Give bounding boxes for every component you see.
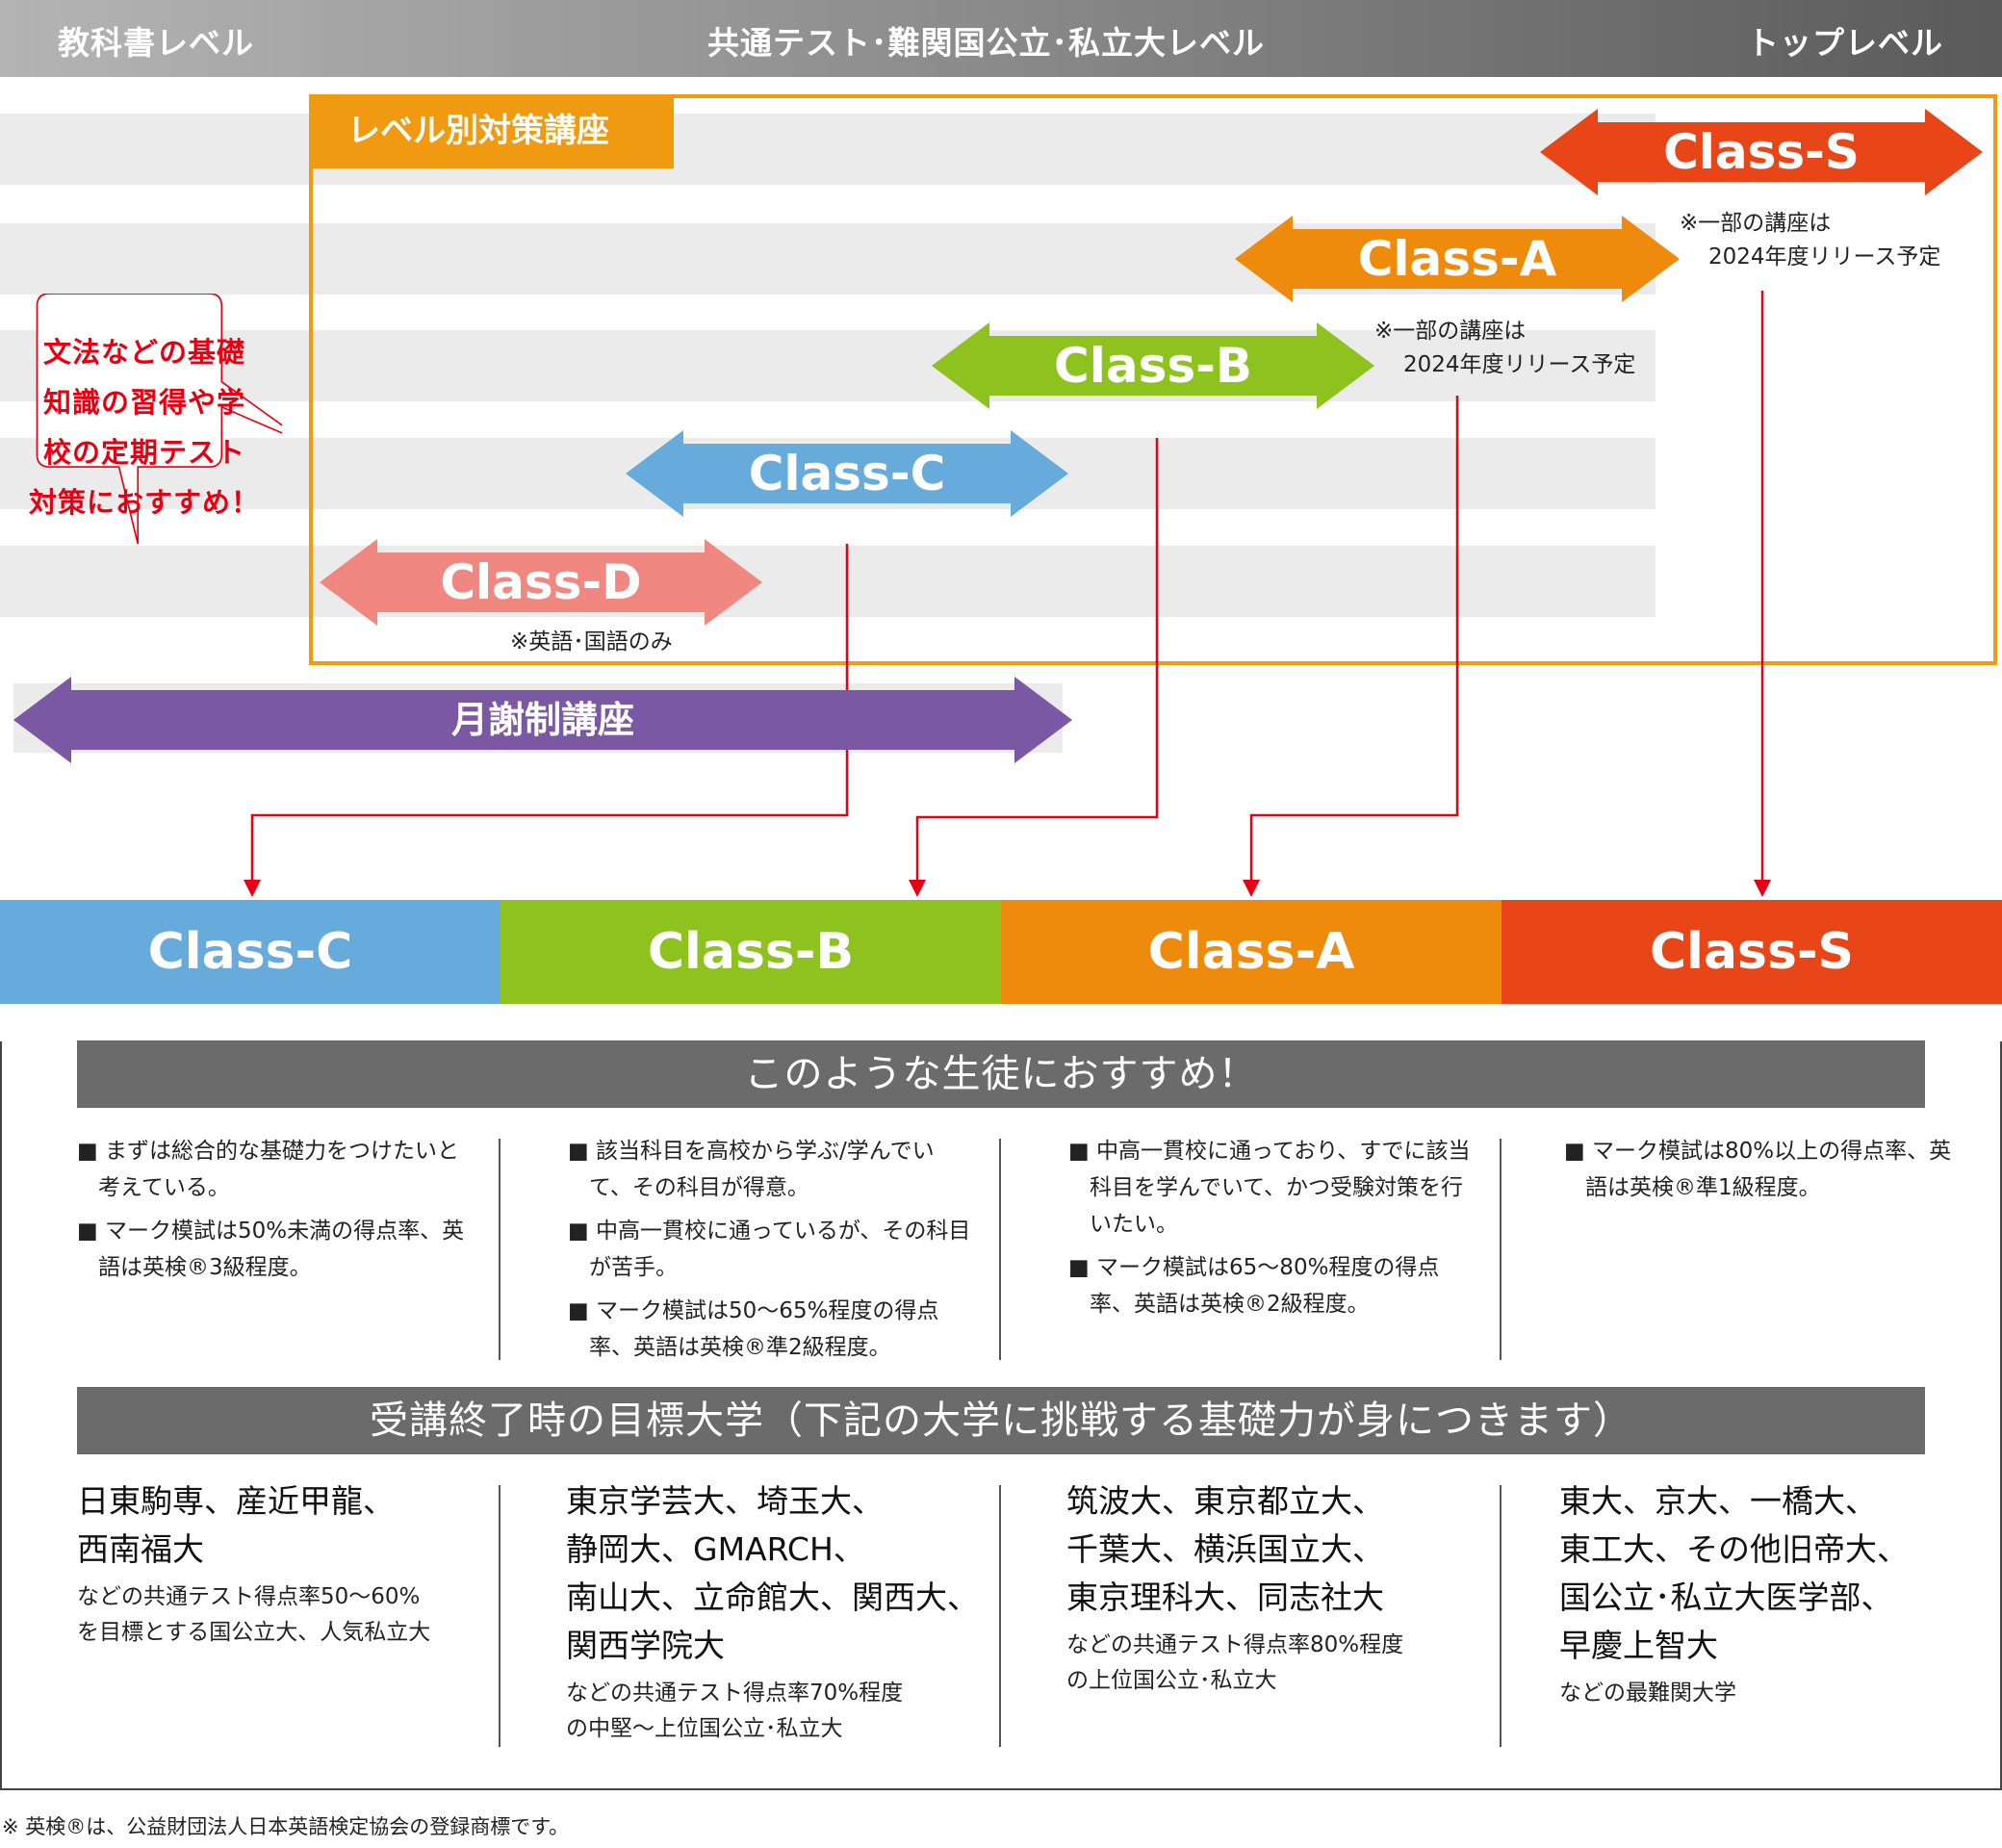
info-panel — [0, 1041, 2002, 1790]
class-bar-s: Class-S — [1502, 900, 2002, 1004]
bubble-text: 文法などの基礎 知識の習得や学 校の定期テスト 対策におすすめ！ — [19, 327, 270, 527]
column-divider — [1500, 1139, 1502, 1360]
double-arrow-icon — [932, 322, 1374, 409]
double-arrow-icon — [626, 430, 1068, 517]
arrow-class-c: Class-C — [626, 430, 1068, 517]
note-line: ※一部の講座は — [1374, 319, 1527, 344]
target-col-c: 日東駒専、産近甲龍、 西南福大 などの共通テスト得点率50〜60% を目標とする… — [77, 1477, 520, 1651]
column-divider — [999, 1485, 1001, 1747]
arrowhead-icon — [1754, 880, 1771, 897]
target-universities: 東大、京大、一橋大、 東工大、その他旧帝大、 国公立･私立大医学部、 早慶上智大 — [1559, 1482, 1909, 1664]
recommend-item: ■ 該当科目を高校から学ぶ/学んでいて、その科目が得意。 — [568, 1139, 935, 1200]
target-universities: 東京学芸大、埼玉大、 静岡大、GMARCH、 南山大、立命館大、関西大、 関西学… — [566, 1482, 979, 1664]
class-bar-c: Class-C — [0, 900, 500, 1004]
target-universities: 筑波大、東京都立大、 千葉大、横浜国立大、 東京理科大、同志社大 — [1066, 1482, 1384, 1616]
connector-class-c — [250, 544, 849, 884]
note-class-a: ※一部の講座は 2024年度リリース予定 — [1374, 315, 1635, 382]
target-col-a: 筑波大、東京都立大、 千葉大、横浜国立大、 東京理科大、同志社大 などの共通テス… — [1066, 1477, 1509, 1699]
note-line: 2024年度リリース予定 — [1708, 244, 1941, 270]
recommend-col-c: ■ まずは総合的な基礎力をつけたいと考えている。 ■ マーク模試は50%未満の得… — [77, 1133, 481, 1293]
arrow-label: Class-A — [1357, 231, 1557, 287]
bubble-line: 対策におすすめ！ — [28, 486, 260, 519]
arrow-class-a: Class-A — [1235, 216, 1680, 302]
note-line: 2024年度リリース予定 — [1403, 352, 1636, 377]
arrow-class-s: Class-S — [1540, 109, 1983, 195]
recommend-item: ■ 中高一貫校に通っているが、その科目が苦手。 — [568, 1219, 971, 1280]
recommend-item: ■ マーク模試は80%以上の得点率、英語は英検®準1級程度。 — [1564, 1139, 1952, 1200]
target-description: などの共通テスト得点率50〜60% を目標とする国公立大、人気私立大 — [77, 1584, 431, 1645]
arrow-monthly-course: 月謝制講座 — [13, 677, 1072, 763]
column-divider — [1500, 1485, 1502, 1747]
recommend-item: ■ マーク模試は50〜65%程度の得点率、英語は英検®準2級程度。 — [568, 1298, 939, 1360]
arrow-label: Class-C — [748, 446, 946, 501]
recommend-item: ■ マーク模試は50%未満の得点率、英語は英検®3級程度。 — [77, 1219, 465, 1280]
stripe-row — [0, 330, 1656, 401]
class-bar-a: Class-A — [1001, 900, 1502, 1004]
target-description: などの共通テスト得点率80%程度 の上位国公立･私立大 — [1066, 1632, 1404, 1693]
column-divider — [499, 1485, 500, 1747]
recommend-heading: このような生徒におすすめ！ — [77, 1040, 1925, 1108]
level-band: 教科書レベル 共通テスト･難関国公立･私立大レベル トップレベル — [0, 0, 2002, 77]
recommend-item: ■ マーク模試は65〜80%程度の得点率、英語は英検®2級程度。 — [1068, 1255, 1440, 1317]
arrowhead-icon — [1243, 880, 1260, 897]
stripe-row — [0, 114, 1656, 185]
connector-class-b — [915, 438, 1159, 884]
double-arrow-icon — [1235, 216, 1680, 302]
note-class-d: ※英語･国語のみ — [510, 629, 673, 654]
target-col-s: 東大、京大、一橋大、 東工大、その他旧帝大、 国公立･私立大医学部、 早慶上智大… — [1559, 1477, 2002, 1711]
target-universities: 日東駒専、産近甲龍、 西南福大 — [77, 1482, 395, 1568]
trademark-footnote: ※ 英検®は、公益財団法人日本英語検定協会の登録商標です。 — [2, 1815, 570, 1838]
level-course-label: レベル別対策講座 — [309, 94, 674, 168]
column-divider — [499, 1139, 500, 1360]
note-line: ※一部の講座は — [1680, 211, 1832, 236]
stripe-row — [0, 546, 1656, 617]
arrowhead-icon — [909, 880, 926, 897]
recommend-col-b: ■ 該当科目を高校から学ぶ/学んでいて、その科目が得意。 ■ 中高一貫校に通って… — [568, 1133, 972, 1373]
arrow-label: Class-S — [1663, 124, 1860, 180]
double-arrow-icon — [320, 539, 762, 626]
double-arrow-icon — [13, 677, 1072, 763]
level-label-top: トップレベル — [1747, 24, 1943, 62]
target-description: などの最難関大学 — [1559, 1681, 1736, 1706]
arrow-label: Class-D — [440, 554, 642, 610]
double-arrow-icon — [1540, 109, 1983, 195]
target-heading: 受講終了時の目標大学（下記の大学に挑戦する基礎力が身につきます） — [77, 1387, 1925, 1454]
bubble-line: 文法などの基礎 — [42, 336, 245, 369]
arrow-class-b: Class-B — [932, 322, 1374, 409]
column-divider — [999, 1139, 1001, 1360]
arrow-label: Class-B — [1054, 338, 1252, 394]
arrowhead-icon — [244, 880, 261, 897]
arrow-class-d: Class-D — [320, 539, 762, 626]
recommend-col-s: ■ マーク模試は80%以上の得点率、英語は英検®準1級程度。 — [1564, 1133, 1968, 1213]
level-course-box — [309, 94, 1997, 665]
recommend-col-a: ■ 中高一貫校に通っており、すでに該当科目を学んでいて、かつ受験対策を行いたい。… — [1068, 1133, 1473, 1329]
connector-lines — [244, 291, 1771, 897]
arrow-label: 月謝制講座 — [450, 699, 634, 741]
speech-bubble — [36, 294, 282, 545]
note-class-s: ※一部の講座は 2024年度リリース予定 — [1680, 207, 1940, 274]
connector-class-a — [1249, 396, 1459, 884]
level-label-textbook: 教科書レベル — [58, 24, 254, 62]
bubble-line: 校の定期テスト — [42, 436, 245, 469]
class-bar-b: Class-B — [500, 900, 1001, 1004]
target-description: などの共通テスト得点率70%程度 の中堅〜上位国公立･私立大 — [566, 1681, 904, 1741]
recommend-item: ■ 中高一貫校に通っており、すでに該当科目を学んでいて、かつ受験対策を行いたい。 — [1068, 1139, 1471, 1237]
target-col-b: 東京学芸大、埼玉大、 静岡大、GMARCH、 南山大、立命館大、関西大、 関西学… — [566, 1477, 1009, 1747]
level-label-common-test: 共通テスト･難関国公立･私立大レベル — [707, 24, 1265, 62]
bubble-line: 知識の習得や学 — [42, 386, 245, 419]
recommend-item: ■ まずは総合的な基礎力をつけたいと考えている。 — [77, 1139, 460, 1200]
